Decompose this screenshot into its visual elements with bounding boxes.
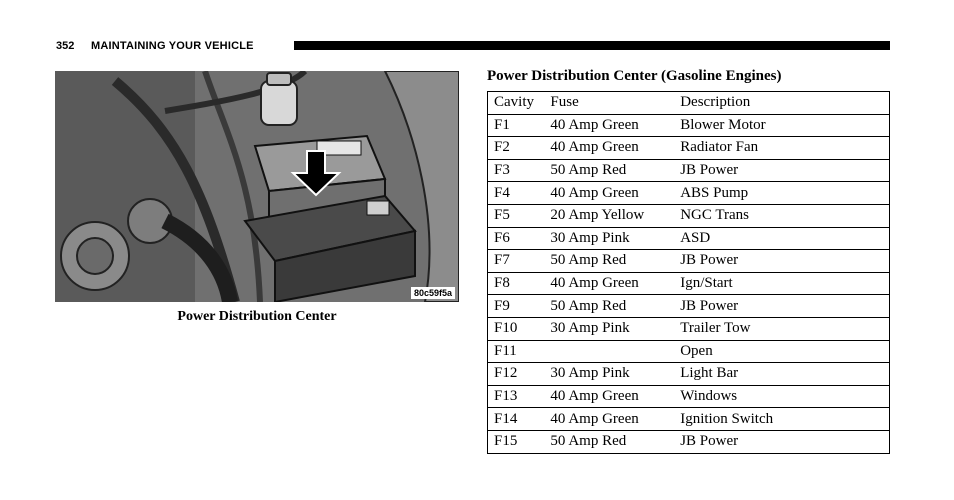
- page-header: 352 MAINTAINING YOUR VEHICLE: [56, 39, 890, 53]
- description-cell: NGC Trans: [674, 203, 891, 228]
- fuse-cell: 50 Amp Red: [544, 429, 675, 454]
- description-cell: JB Power: [674, 294, 891, 318]
- figure-caption: Power Distribution Center: [177, 309, 337, 324]
- fuse-cell: 30 Amp Pink: [544, 226, 675, 251]
- description-cell: Radiator Fan: [674, 136, 891, 160]
- cavity-cell: F8: [487, 271, 545, 296]
- figure-id: 80c59f5a: [410, 287, 455, 299]
- fuse-cell: 50 Amp Red: [544, 294, 675, 318]
- column-header-fuse: Fuse: [544, 91, 675, 115]
- engine-bay-drawing: [55, 71, 459, 302]
- description-cell: JB Power: [674, 158, 891, 183]
- fuse-cell: 30 Amp Pink: [544, 362, 675, 386]
- fuse-cell: 40 Amp Green: [544, 181, 675, 205]
- table-header-row: Cavity Fuse Description: [487, 91, 891, 115]
- description-cell: Trailer Tow: [674, 316, 891, 341]
- cavity-cell: F13: [487, 384, 545, 409]
- table-title: Power Distribution Center (Gasoline Engi…: [487, 68, 782, 84]
- cavity-cell: F14: [487, 407, 545, 431]
- cavity-cell: F4: [487, 181, 545, 205]
- cavity-cell: F2: [487, 136, 545, 160]
- description-cell: ABS Pump: [674, 181, 891, 205]
- description-cell: JB Power: [674, 249, 891, 273]
- description-cell: Light Bar: [674, 362, 891, 386]
- cavity-cell: F7: [487, 249, 545, 273]
- table-row: F11 Open: [487, 339, 891, 364]
- cavity-cell: F12: [487, 362, 545, 386]
- fuse-cell: [544, 339, 675, 364]
- cavity-cell: F6: [487, 226, 545, 251]
- fuse-cell: 40 Amp Green: [544, 136, 675, 160]
- fuse-cell: 40 Amp Green: [544, 407, 675, 431]
- description-cell: Open: [674, 339, 891, 364]
- column-header-cavity: Cavity: [487, 91, 545, 115]
- description-cell: Ign/Start: [674, 271, 891, 296]
- cavity-cell: F1: [487, 113, 545, 138]
- fuse-cell: 20 Amp Yellow: [544, 203, 675, 228]
- cavity-cell: F10: [487, 316, 545, 341]
- cavity-cell: F9: [487, 294, 545, 318]
- cavity-cell: F15: [487, 429, 545, 454]
- fuse-cell: 40 Amp Green: [544, 384, 675, 409]
- fuse-cell: 40 Amp Green: [544, 113, 675, 138]
- cavity-cell: F3: [487, 158, 545, 183]
- fuse-cell: 50 Amp Red: [544, 249, 675, 273]
- header-rule: [294, 41, 890, 50]
- column-header-description: Description: [674, 91, 891, 115]
- description-cell: ASD: [674, 226, 891, 251]
- fuse-cell: 50 Amp Red: [544, 158, 675, 183]
- section-title: MAINTAINING YOUR VEHICLE: [91, 40, 254, 52]
- engine-illustration: 80c59f5a: [55, 71, 459, 302]
- description-cell: Windows: [674, 384, 891, 409]
- fuse-cell: 30 Amp Pink: [544, 316, 675, 341]
- page-number: 352: [56, 40, 75, 52]
- description-cell: Blower Motor: [674, 113, 891, 138]
- cavity-cell: F11: [487, 339, 545, 364]
- fuse-cell: 40 Amp Green: [544, 271, 675, 296]
- description-cell: Ignition Switch: [674, 407, 891, 431]
- description-cell: JB Power: [674, 429, 891, 454]
- cavity-cell: F5: [487, 203, 545, 228]
